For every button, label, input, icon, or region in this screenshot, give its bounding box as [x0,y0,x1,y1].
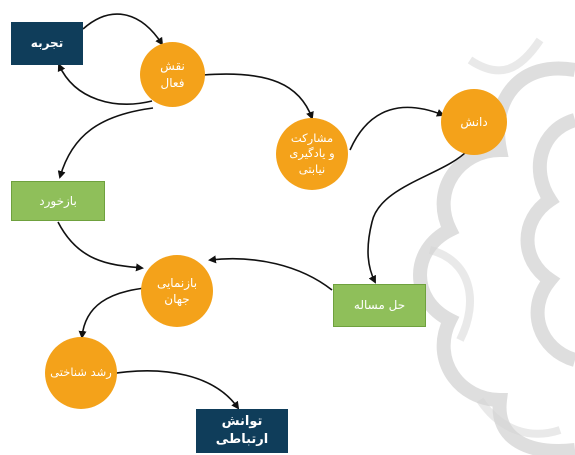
arrow-participation-to-knowledge [349,106,445,151]
experience-label: تجربه [30,36,64,51]
communication-ability-box: توانش ارتباطی [196,409,288,453]
active-role-label: نقش فعال [160,59,185,90]
world-reconstruction-label: بازنمایی جهان [156,275,198,306]
knowledge-label: دانش [460,114,488,129]
feedback-box: بازخورد [11,181,105,221]
experience-box: تجربه [11,22,83,65]
arrow-cognitive-growth-to-communication-ability [109,370,240,410]
cognitive-growth-circle: رشد شناختی [45,337,117,409]
world-reconstruction-circle: بازنمایی جهان [141,255,213,327]
problem-solving-box: حل مساله [333,284,426,327]
participation-circle: مشارکت و یادگیری نیابتی [276,118,348,190]
arrow-active-role-to-experience [57,63,153,105]
cognitive-growth-label: رشد شناختی [50,365,112,380]
communication-ability-label: توانش ارتباطی [215,414,269,447]
problem-solving-label: حل مساله [353,298,406,313]
participation-label: مشارکت و یادگیری نیابتی [289,130,335,176]
arrow-knowledge-to-problem-solving [367,149,469,284]
arrow-world-reconstruction-to-cognitive-growth [78,287,146,339]
knowledge-circle: دانش [441,89,507,155]
active-role-circle: نقش فعال [140,42,205,107]
arrow-experience-to-active-role [82,13,164,46]
arrow-active-role-to-participation [202,73,314,120]
arrow-feedback-to-world-reconstruction [57,221,144,272]
feedback-label: بازخورد [39,193,77,208]
arrow-active-role-to-feedback [57,107,154,179]
arrow-problem-solving-to-world-reconstruction [208,255,333,291]
